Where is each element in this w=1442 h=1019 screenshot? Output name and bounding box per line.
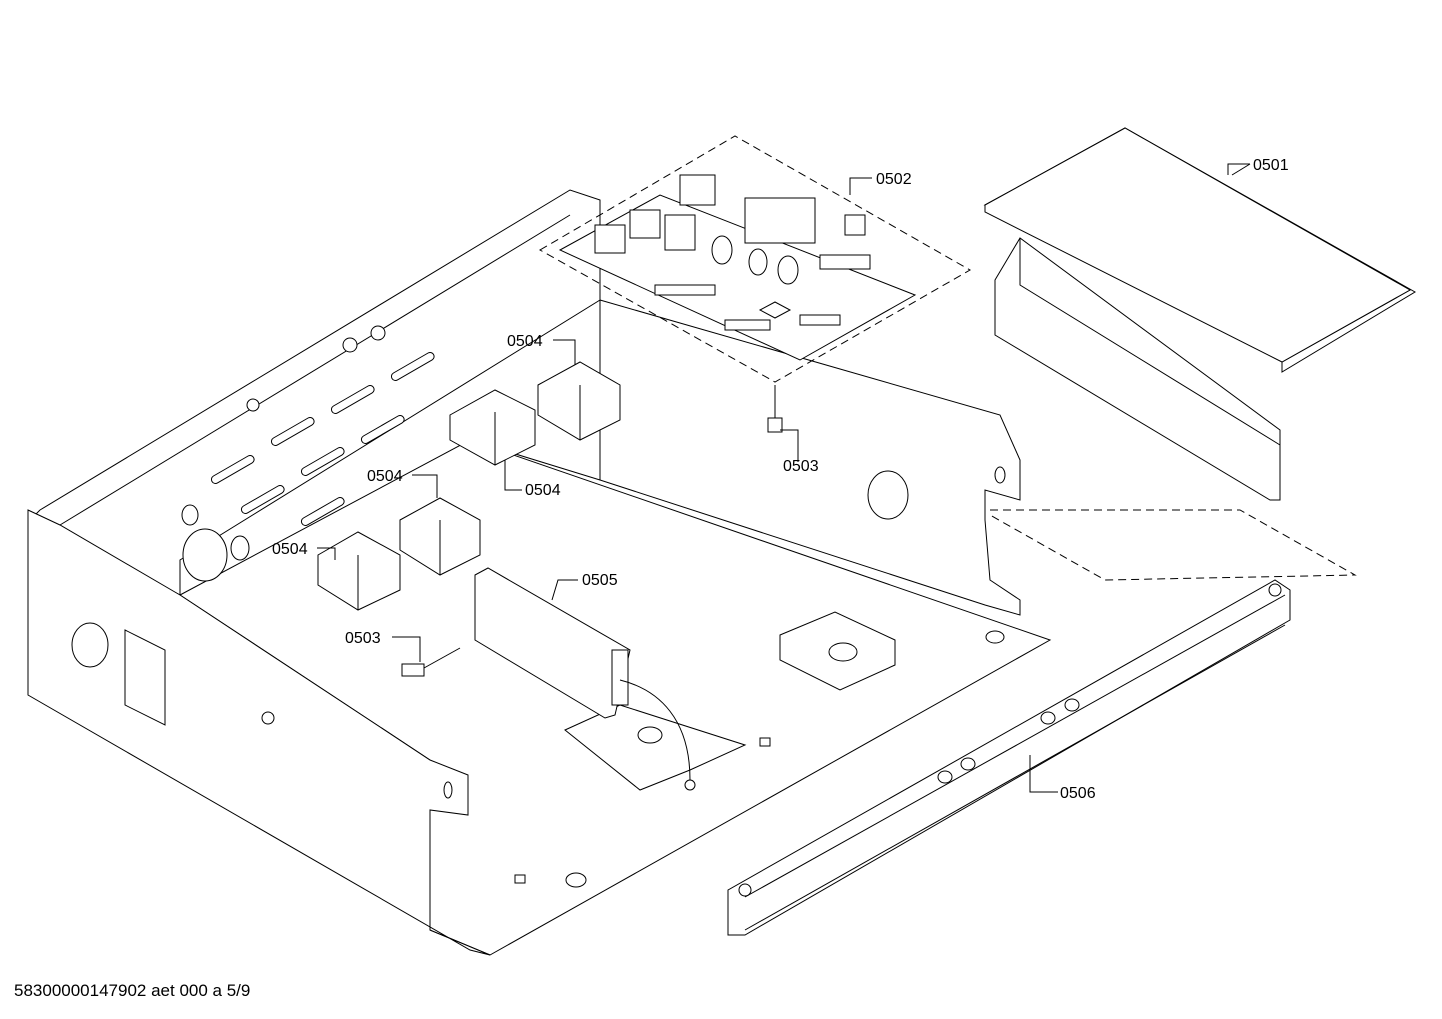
label-0506: 0506 [1060,785,1096,802]
part-0504-block-1: 0504 [449,389,561,499]
label-0505: 0505 [582,572,618,589]
label-0504-d: 0504 [272,541,308,558]
board-components [594,174,871,331]
part-0503-connector-lower: 0503 [345,630,461,677]
label-0504-c: 0504 [367,468,403,485]
part-0504-block-2: 0504 [507,333,621,441]
mounting-holes [71,325,1006,888]
part-0506-rail: 0506 [727,509,1357,936]
leader-0502 [849,177,872,195]
label-0503-lower: 0503 [345,630,381,647]
part-0504-block-4: 0504 [272,531,401,611]
label-0504-b: 0504 [507,333,543,350]
part-0503-connector-upper: 0503 [767,385,819,475]
rail-holes [738,583,1282,897]
right-side-wall [599,299,1021,616]
label-0503-upper: 0503 [783,458,819,475]
part-0502-control-board: 0502 [538,135,972,383]
wall-inner-edge [59,214,571,526]
side-panel-cutout [124,629,166,726]
part-0504-block-3: 0504 [367,468,481,576]
callout-0501: 0501 [1227,157,1289,175]
part-0505-display-board: 0505 [474,567,696,791]
drawing-reference-number: 58300000147902 aet 000 a 5/9 [14,981,251,1000]
label-0504-a: 0504 [525,482,561,499]
left-side-panel [27,509,491,956]
label-0502: 0502 [876,171,912,188]
part-0501-cover [983,127,1416,501]
label-0501: 0501 [1253,157,1289,174]
vent-slots [210,351,435,526]
floor-features [514,611,896,884]
